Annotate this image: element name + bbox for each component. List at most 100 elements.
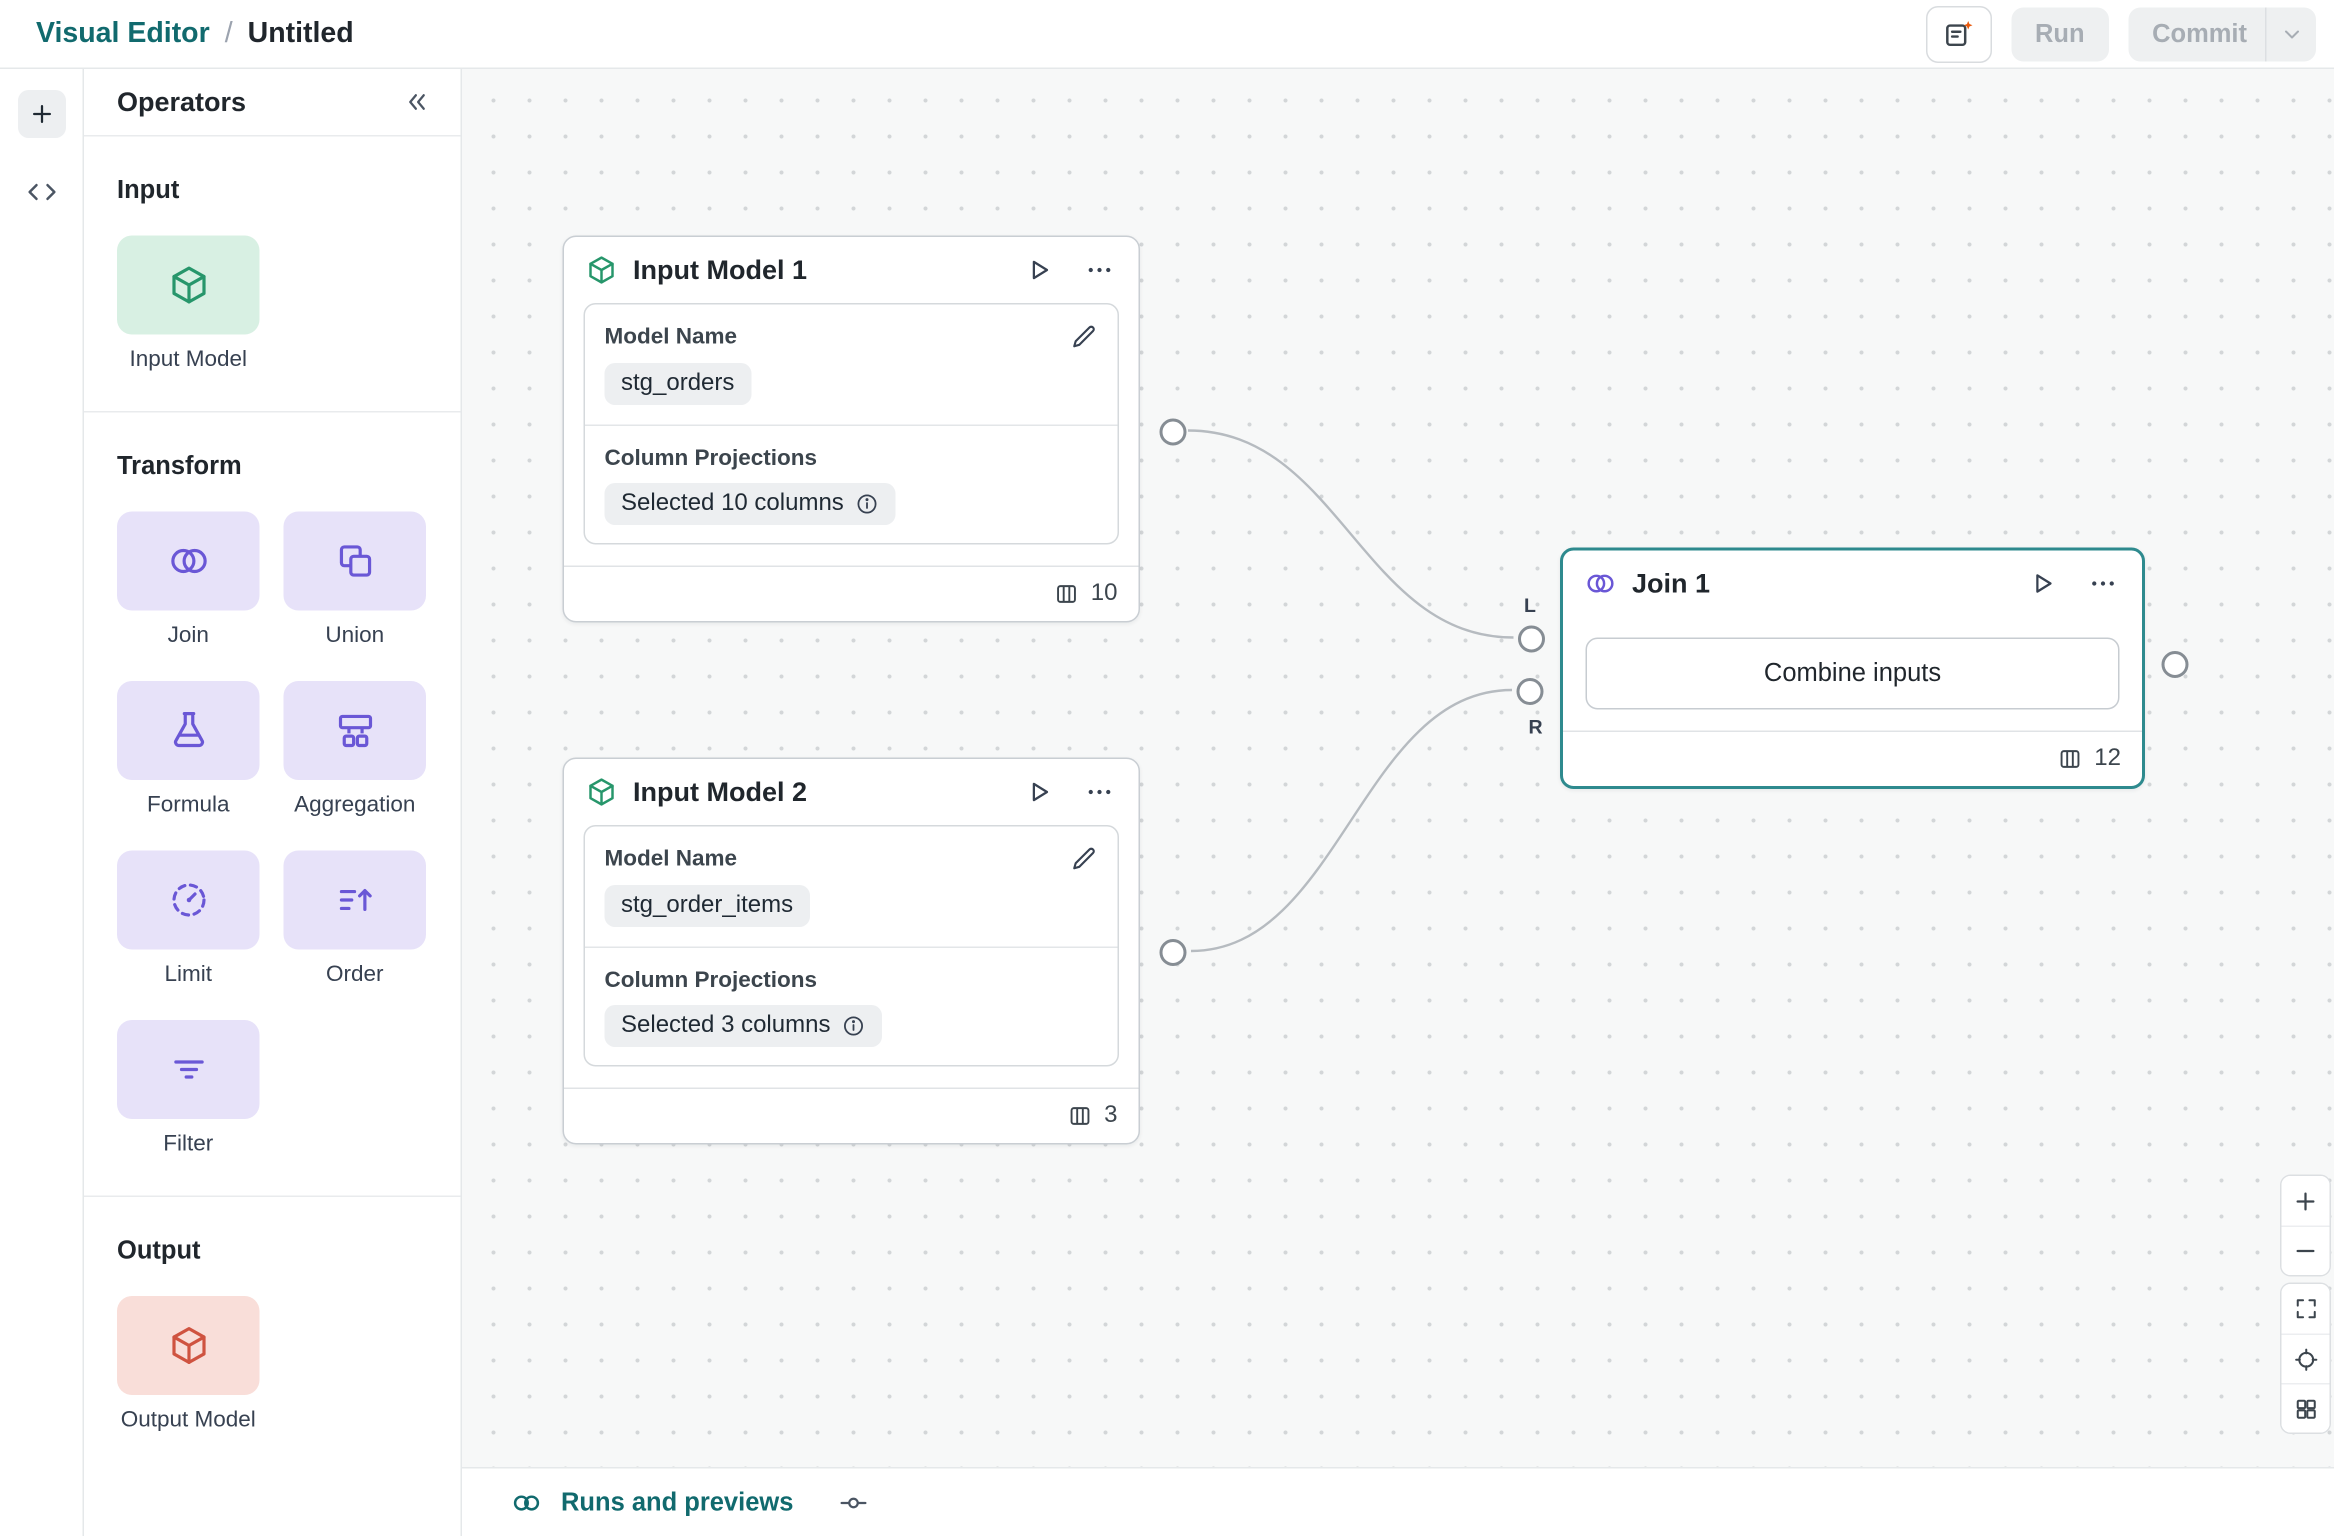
pencil-icon	[1070, 845, 1099, 874]
commit-dropdown-button[interactable]	[2265, 6, 2316, 61]
code-icon	[25, 176, 58, 209]
node-menu-button[interactable]	[1082, 252, 1118, 288]
model-name-value: stg_orders	[621, 370, 735, 397]
run-node-button[interactable]	[1022, 774, 1058, 810]
edit-model-name-button[interactable]	[1070, 323, 1099, 352]
model-name-chip[interactable]: stg_orders	[604, 363, 751, 405]
node-menu-button[interactable]	[1082, 774, 1118, 810]
info-icon[interactable]	[854, 492, 878, 516]
zoom-toolbar	[2280, 1174, 2331, 1434]
union-squares-icon	[283, 511, 426, 611]
zoom-out-button[interactable]	[2281, 1225, 2330, 1275]
minimap-button[interactable]	[2281, 1383, 2330, 1433]
tile-label: Input Model	[129, 346, 248, 373]
column-count: 12	[2094, 745, 2121, 772]
flask-icon	[117, 681, 260, 780]
left-input-port[interactable]	[1518, 625, 1545, 653]
run-node-button[interactable]	[2025, 566, 2061, 602]
cube-icon	[585, 254, 618, 287]
output-port[interactable]	[1159, 939, 1187, 966]
panel-resize-handle[interactable]	[838, 1487, 868, 1517]
operator-tile-input-model[interactable]: Input Model	[117, 235, 260, 373]
operator-tile-join[interactable]: Join	[117, 511, 260, 649]
runs-and-previews-button[interactable]: Runs and previews	[510, 1486, 793, 1519]
column-projections-chip[interactable]: Selected 3 columns	[604, 1005, 882, 1047]
expand-icon	[2293, 1296, 2319, 1322]
node-header: Join 1	[1563, 551, 2142, 617]
fit-view-button[interactable]	[2281, 1284, 2330, 1334]
node-input-model-1[interactable]: Input Model 1	[562, 235, 1187, 623]
operator-tile-formula[interactable]: Formula	[117, 681, 260, 818]
breadcrumb-app-link[interactable]: Visual Editor	[36, 17, 210, 49]
operator-tile-filter[interactable]: Filter	[117, 1020, 260, 1157]
sidebar-content: Input Input Model Transform	[84, 137, 461, 1536]
edge-input1-to-join	[1187, 429, 1514, 639]
node-footer: 10	[564, 565, 1139, 622]
info-icon[interactable]	[841, 1014, 865, 1038]
node-join-1[interactable]: Join 1 Combine inputs	[1516, 547, 2189, 789]
aggregation-icon	[283, 681, 426, 780]
locate-button[interactable]	[2281, 1333, 2330, 1383]
run-button[interactable]: Run	[2011, 6, 2109, 61]
node-title: Input Model 2	[633, 776, 807, 807]
tile-label: Join	[167, 622, 209, 649]
edge-input2-to-join	[1190, 688, 1513, 953]
grid-icon	[2293, 1396, 2319, 1422]
collapse-sidebar-button[interactable]	[401, 86, 434, 119]
node-header: Input Model 1	[564, 237, 1139, 303]
operator-tile-order[interactable]: Order	[283, 850, 426, 988]
node-footer: 3	[564, 1087, 1139, 1144]
operator-tile-union[interactable]: Union	[283, 511, 426, 648]
operator-tile-limit[interactable]: Limit	[117, 850, 260, 988]
input-tiles: Input Model	[117, 235, 428, 373]
projections-value: Selected 10 columns	[621, 490, 844, 517]
operator-tile-aggregation[interactable]: Aggregation	[283, 681, 426, 818]
ai-compose-button[interactable]	[1925, 5, 1992, 63]
output-port[interactable]	[2161, 651, 2189, 678]
sort-order-icon	[283, 850, 426, 950]
plus-icon	[2292, 1187, 2319, 1214]
run-node-button[interactable]	[1022, 252, 1058, 288]
output-port[interactable]	[1159, 418, 1187, 446]
tile-label: Order	[325, 961, 384, 988]
workspace: Operators Input	[0, 69, 2334, 1536]
right-input-port[interactable]	[1516, 678, 1544, 705]
runs-previews-icon	[510, 1486, 543, 1519]
add-operator-button[interactable]	[17, 90, 66, 138]
node-config-panel: Model Name stg_orders Co	[583, 303, 1119, 545]
top-bar: Visual Editor / Untitled Run Commit	[0, 0, 2334, 69]
sidebar-divider	[84, 411, 461, 413]
column-projections-chip[interactable]: Selected 10 columns	[604, 483, 895, 525]
ellipsis-icon	[1085, 255, 1115, 285]
node-input-model-2[interactable]: Input Model 2	[562, 757, 1187, 1145]
columns-icon	[1067, 1103, 1094, 1130]
join-circles-icon	[1584, 567, 1617, 600]
zoom-group	[2280, 1174, 2331, 1277]
sidebar-header: Operators	[84, 69, 461, 137]
plus-icon	[28, 101, 55, 128]
edit-model-name-button[interactable]	[1070, 845, 1099, 874]
sidebar-divider	[84, 1195, 461, 1197]
ai-compose-icon	[1942, 17, 1975, 50]
pipeline-canvas[interactable]: Input Model 1	[462, 69, 2334, 1467]
operator-tile-output-model[interactable]: Output Model	[117, 1296, 260, 1433]
divider	[585, 424, 1118, 426]
commit-button[interactable]: Commit	[2128, 6, 2316, 61]
column-projections-label: Column Projections	[604, 445, 818, 472]
model-name-chip[interactable]: stg_order_items	[604, 885, 810, 927]
page-title: Untitled	[247, 17, 354, 49]
combine-inputs-button[interactable]: Combine inputs	[1585, 637, 2120, 710]
code-view-button[interactable]	[16, 174, 67, 210]
drag-handle-icon	[838, 1487, 868, 1517]
tile-label: Limit	[164, 961, 212, 988]
commit-label: Commit	[2152, 18, 2247, 48]
tile-label: Filter	[163, 1131, 214, 1157]
minus-icon	[2292, 1238, 2319, 1265]
divider	[585, 946, 1118, 948]
columns-icon	[2057, 746, 2084, 773]
zoom-in-button[interactable]	[2281, 1176, 2330, 1226]
play-icon	[1025, 255, 1055, 285]
node-menu-button[interactable]	[2085, 566, 2121, 602]
output-tiles: Output Model	[117, 1296, 428, 1433]
